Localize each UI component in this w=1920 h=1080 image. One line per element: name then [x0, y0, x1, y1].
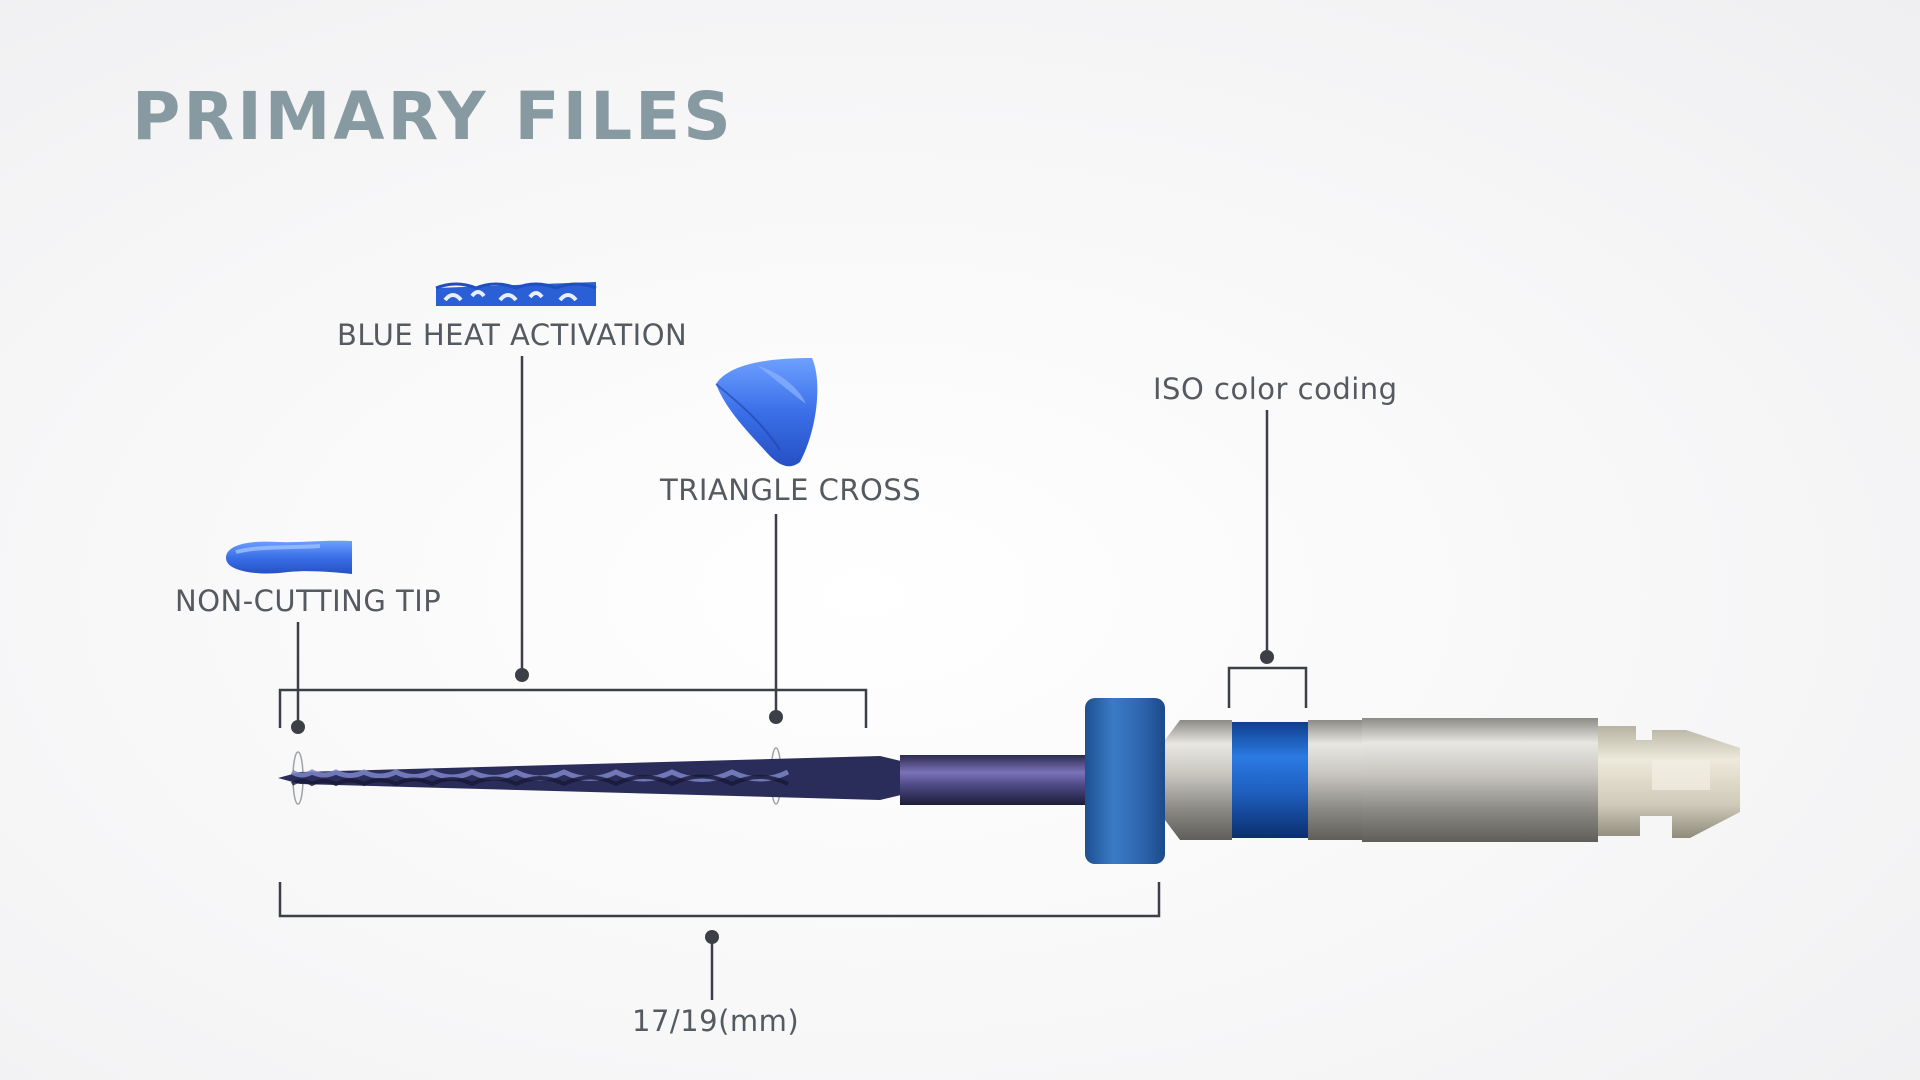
- callout-lines: [278, 356, 1308, 1000]
- handle-neck: [1165, 720, 1232, 840]
- blue-heat-sample-icon: [435, 282, 597, 306]
- length-bracket: [278, 882, 1161, 918]
- label-triangle-cross: TRIANGLE CROSS: [660, 473, 922, 507]
- file-shaft: [900, 755, 1090, 805]
- non-cutting-tip-icon: [226, 540, 352, 574]
- iso-color-band: [1232, 722, 1308, 838]
- working-part-bracket: [278, 688, 868, 728]
- endodontic-file: [278, 698, 1740, 864]
- fluted-working-part: [278, 756, 905, 800]
- iso-bracket: [1227, 666, 1308, 708]
- label-blue-heat-activation: BLUE HEAT ACTIVATION: [337, 318, 688, 352]
- page-title: PRIMARY FILES: [132, 78, 734, 155]
- handle-collar: [1308, 720, 1362, 840]
- handle-body: [1362, 718, 1598, 842]
- label-non-cutting-tip: NON-CUTTING TIP: [175, 584, 442, 618]
- triangle-cross-icon: [715, 358, 818, 467]
- callout-dots: [291, 650, 1274, 944]
- silicone-stopper: [1085, 698, 1165, 864]
- label-iso-color-coding: ISO color coding: [1153, 372, 1398, 406]
- label-length: 17/19(mm): [632, 1004, 800, 1038]
